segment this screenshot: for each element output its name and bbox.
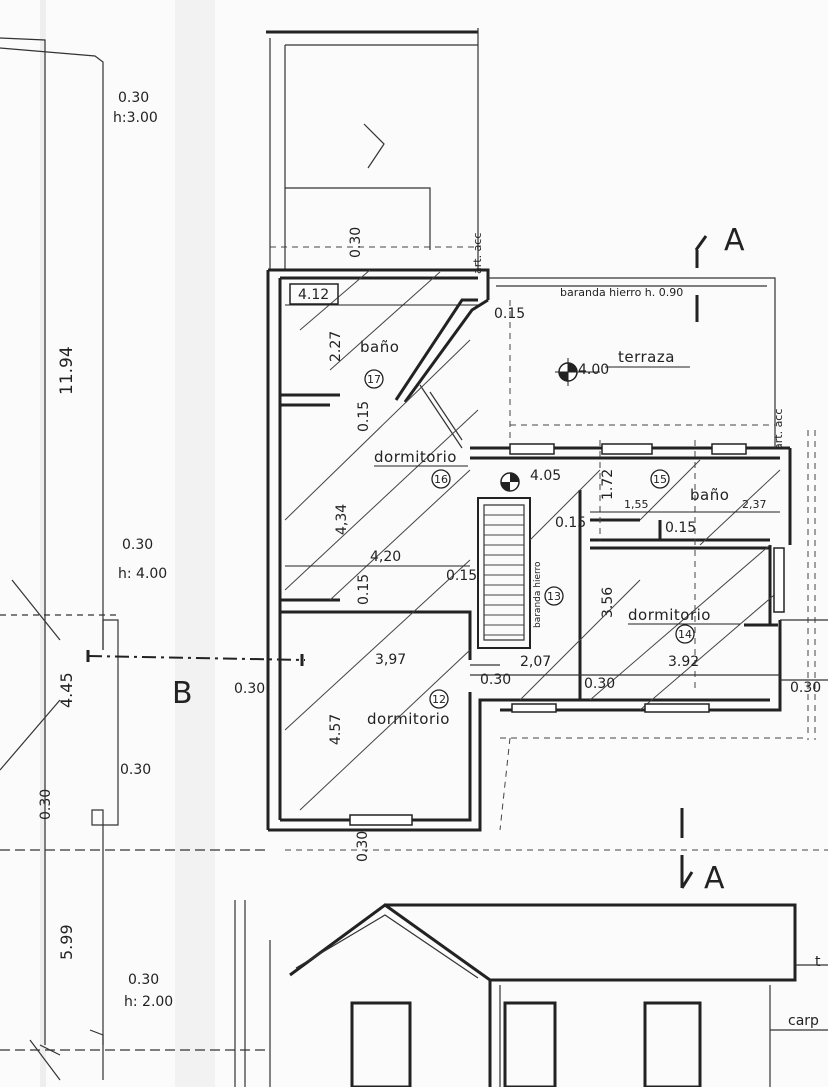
section-b-label: B <box>172 676 193 711</box>
section-a-bottom-label: A <box>704 861 725 896</box>
dim-3-92: 3.92 <box>668 654 699 670</box>
room-16-number: 16 <box>434 473 448 486</box>
left-wall-bottom-thickness: 0.30 <box>128 972 159 988</box>
room-15-name: baño <box>690 486 729 504</box>
room-14-number: 14 <box>678 628 692 641</box>
dimension-4-12-box <box>289 283 339 305</box>
room-12-name: dormitorio <box>367 710 450 728</box>
left-wall-length-3: 5.99 <box>57 924 76 960</box>
dim-0-15-a: 0.15 <box>494 306 525 322</box>
section-hatching <box>284 269 781 811</box>
left-wall-top-thickness: 0.30 <box>118 90 149 106</box>
dim-3-56: 3.56 <box>600 587 616 618</box>
room-15-marker <box>650 469 670 489</box>
dim-0-30-c: 0.30 <box>480 672 511 688</box>
room-16-name: dormitorio <box>374 448 457 466</box>
dim-1-72: 1.72 <box>600 469 616 500</box>
left-wall-length-2: 4.45 <box>57 672 76 708</box>
room-16-marker <box>431 469 451 489</box>
paper-shading <box>40 0 215 1087</box>
room-12-number: 12 <box>432 693 446 706</box>
dim-1-55: 1,55 <box>624 498 649 511</box>
level-marker-hall <box>500 472 520 492</box>
left-wall-low-thickness: 0.30 <box>120 762 151 778</box>
dim-0-15-c: 0.15 <box>446 568 477 584</box>
level-marker-terrace <box>555 358 600 386</box>
room-17-name: baño <box>360 338 399 356</box>
left-wall-mid-height: h: 4.00 <box>118 566 167 582</box>
stair-number: 13 <box>547 590 561 603</box>
dim-4-57: 4.57 <box>328 714 344 745</box>
dim-0-15-b: 0.15 <box>356 401 372 432</box>
dim-4-05: 4.05 <box>530 468 561 484</box>
dim-0-30-d: 0.30 <box>584 676 615 692</box>
dim-0-30-f: 0.30 <box>355 831 371 862</box>
room-14-marker <box>675 624 695 644</box>
room-14-name: dormitorio <box>628 606 711 624</box>
dim-4-20: 4,20 <box>370 549 401 565</box>
left-boundary-wall <box>0 37 270 1081</box>
terrace <box>488 277 776 690</box>
reference-lines <box>285 430 828 851</box>
dim-2-27: 2.27 <box>328 331 344 362</box>
dim-2-07: 2,07 <box>520 654 551 670</box>
articulation-note-2: art. acc <box>772 409 785 450</box>
windows <box>349 443 785 826</box>
dim-0-15-f: 0.15 <box>665 520 696 536</box>
dim-3-97: 3,97 <box>375 652 406 668</box>
elevation-label-carp: carp <box>788 1013 819 1029</box>
section-line-b <box>86 650 306 666</box>
dim-4-12: 4.12 <box>298 287 329 303</box>
terrace-level: 4.00 <box>578 362 609 378</box>
section-line-a <box>680 235 708 889</box>
dim-2-37: 2,37 <box>742 498 767 511</box>
left-wall-top-height: h:3.00 <box>113 110 158 126</box>
room-17-marker <box>364 369 384 389</box>
dim-north-annex-wall: 0.30 <box>348 227 364 258</box>
terrace-railing-note: baranda hierro h. 0.90 <box>560 286 683 299</box>
section-a-top-label: A <box>724 223 745 258</box>
terrace-label: terraza <box>618 348 675 366</box>
dim-4-34: 4,34 <box>334 504 350 535</box>
left-wall-mid-thickness: 0.30 <box>122 537 153 553</box>
north-annex <box>266 28 479 270</box>
left-wall-length-1: 11.94 <box>57 346 77 395</box>
dim-0-15-e: 0.15 <box>555 515 586 531</box>
dim-0-30-e: 0.30 <box>790 680 821 696</box>
left-wall-bottom-height: h: 2.00 <box>124 994 173 1010</box>
room-17-number: 17 <box>367 373 381 386</box>
dim-0-15-d: 0.15 <box>356 574 372 605</box>
stair-treads <box>484 514 524 636</box>
room-15-number: 15 <box>653 473 667 486</box>
main-walls <box>266 268 792 832</box>
left-wall-low-side: 0.30 <box>38 789 54 820</box>
dim-0-30-b: 0.30 <box>234 681 265 697</box>
room-12-marker <box>429 689 449 709</box>
stair-marker <box>544 586 564 606</box>
elevation-label-t: t <box>815 954 821 970</box>
articulation-note-1: art. acc <box>471 233 484 274</box>
elevation-view <box>234 900 828 1087</box>
stair-railing-note: baranda hierro <box>533 561 543 628</box>
